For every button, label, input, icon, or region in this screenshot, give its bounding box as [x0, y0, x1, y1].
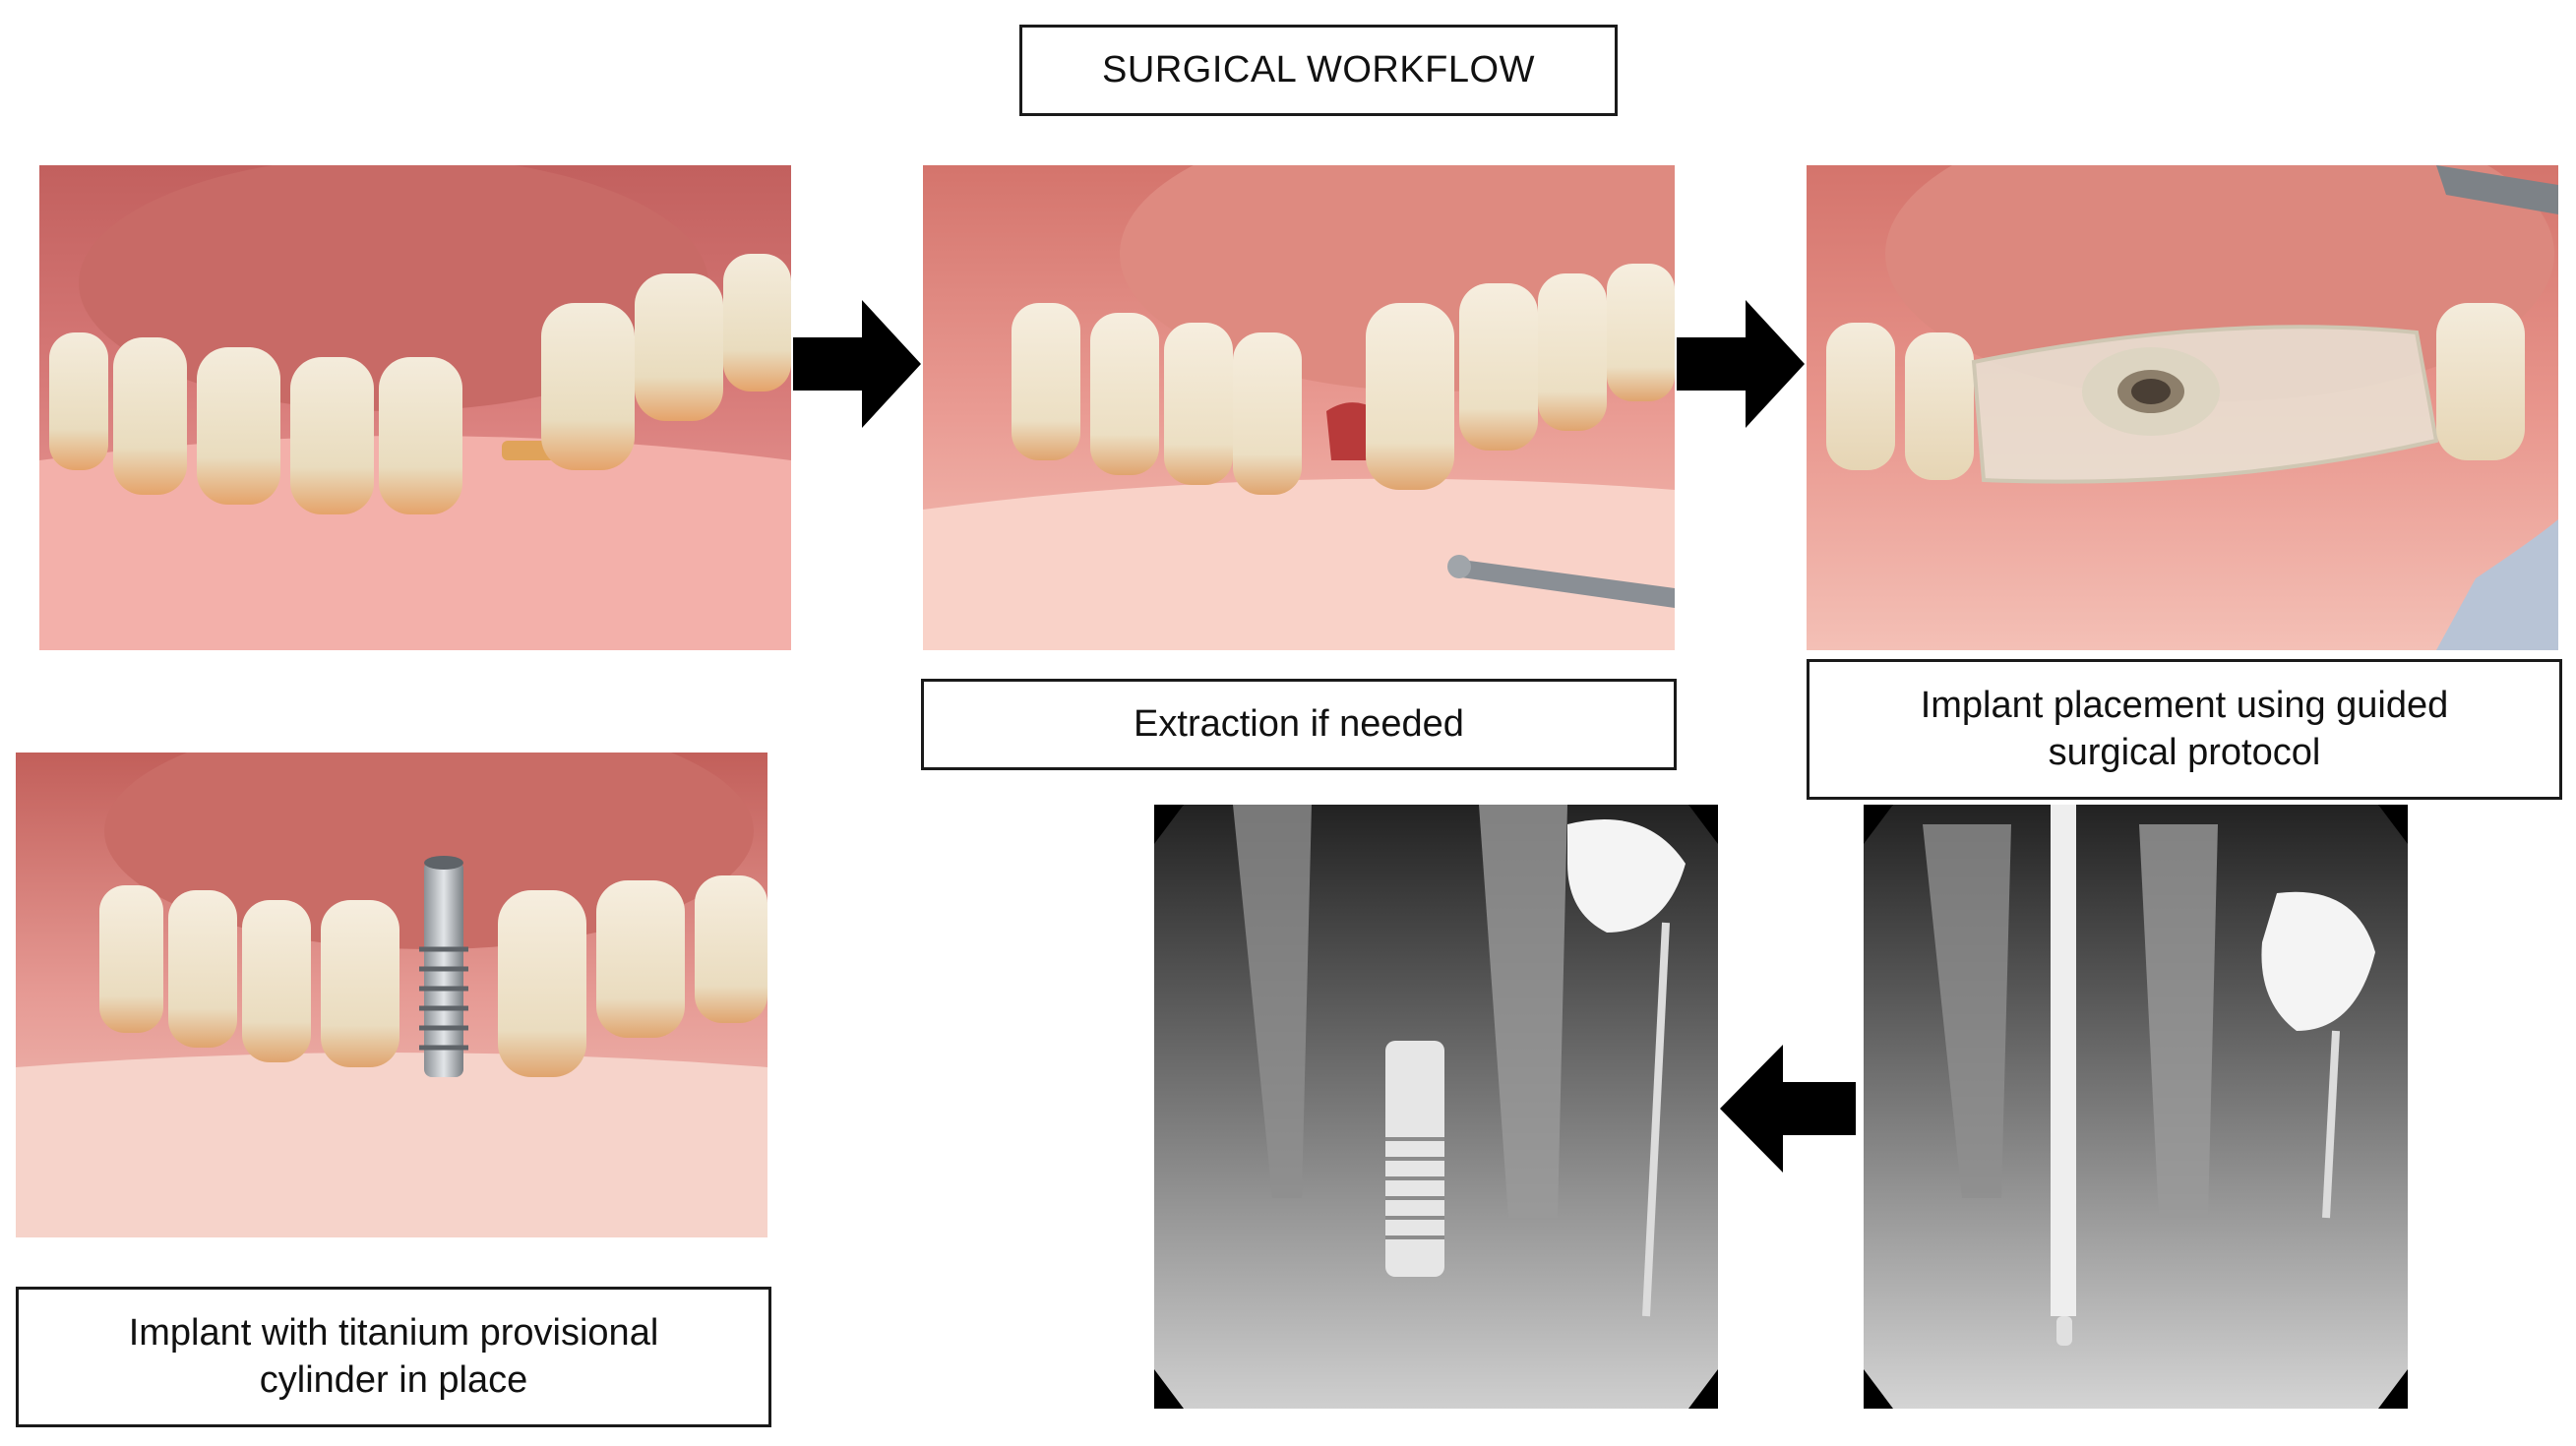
implant-caption: Implant with titanium provisional cylind…	[128, 1312, 659, 1401]
implant-caption-box: Implant with titanium provisional cylind…	[16, 1287, 771, 1427]
xray-guide-pin	[1864, 805, 2408, 1409]
arrow-left-icon	[1720, 1045, 1856, 1173]
guided-surgery-photo	[1807, 165, 2558, 650]
extraction-caption-box: Extraction if needed	[921, 679, 1677, 770]
extraction-caption: Extraction if needed	[1134, 702, 1464, 745]
preop-photo	[39, 165, 791, 650]
arrow-right-icon	[793, 300, 921, 428]
placement-caption-box: Implant placement using guided surgical …	[1807, 659, 2562, 800]
arrow-right-icon	[1677, 300, 1805, 428]
placement-caption: Implant placement using guided surgical …	[1920, 685, 2449, 773]
workflow-title-box: SURGICAL WORKFLOW	[1019, 25, 1618, 116]
workflow-title: SURGICAL WORKFLOW	[1102, 48, 1535, 90]
extraction-photo	[923, 165, 1675, 650]
xray-implant	[1154, 805, 1718, 1409]
implant-photo	[16, 753, 767, 1237]
